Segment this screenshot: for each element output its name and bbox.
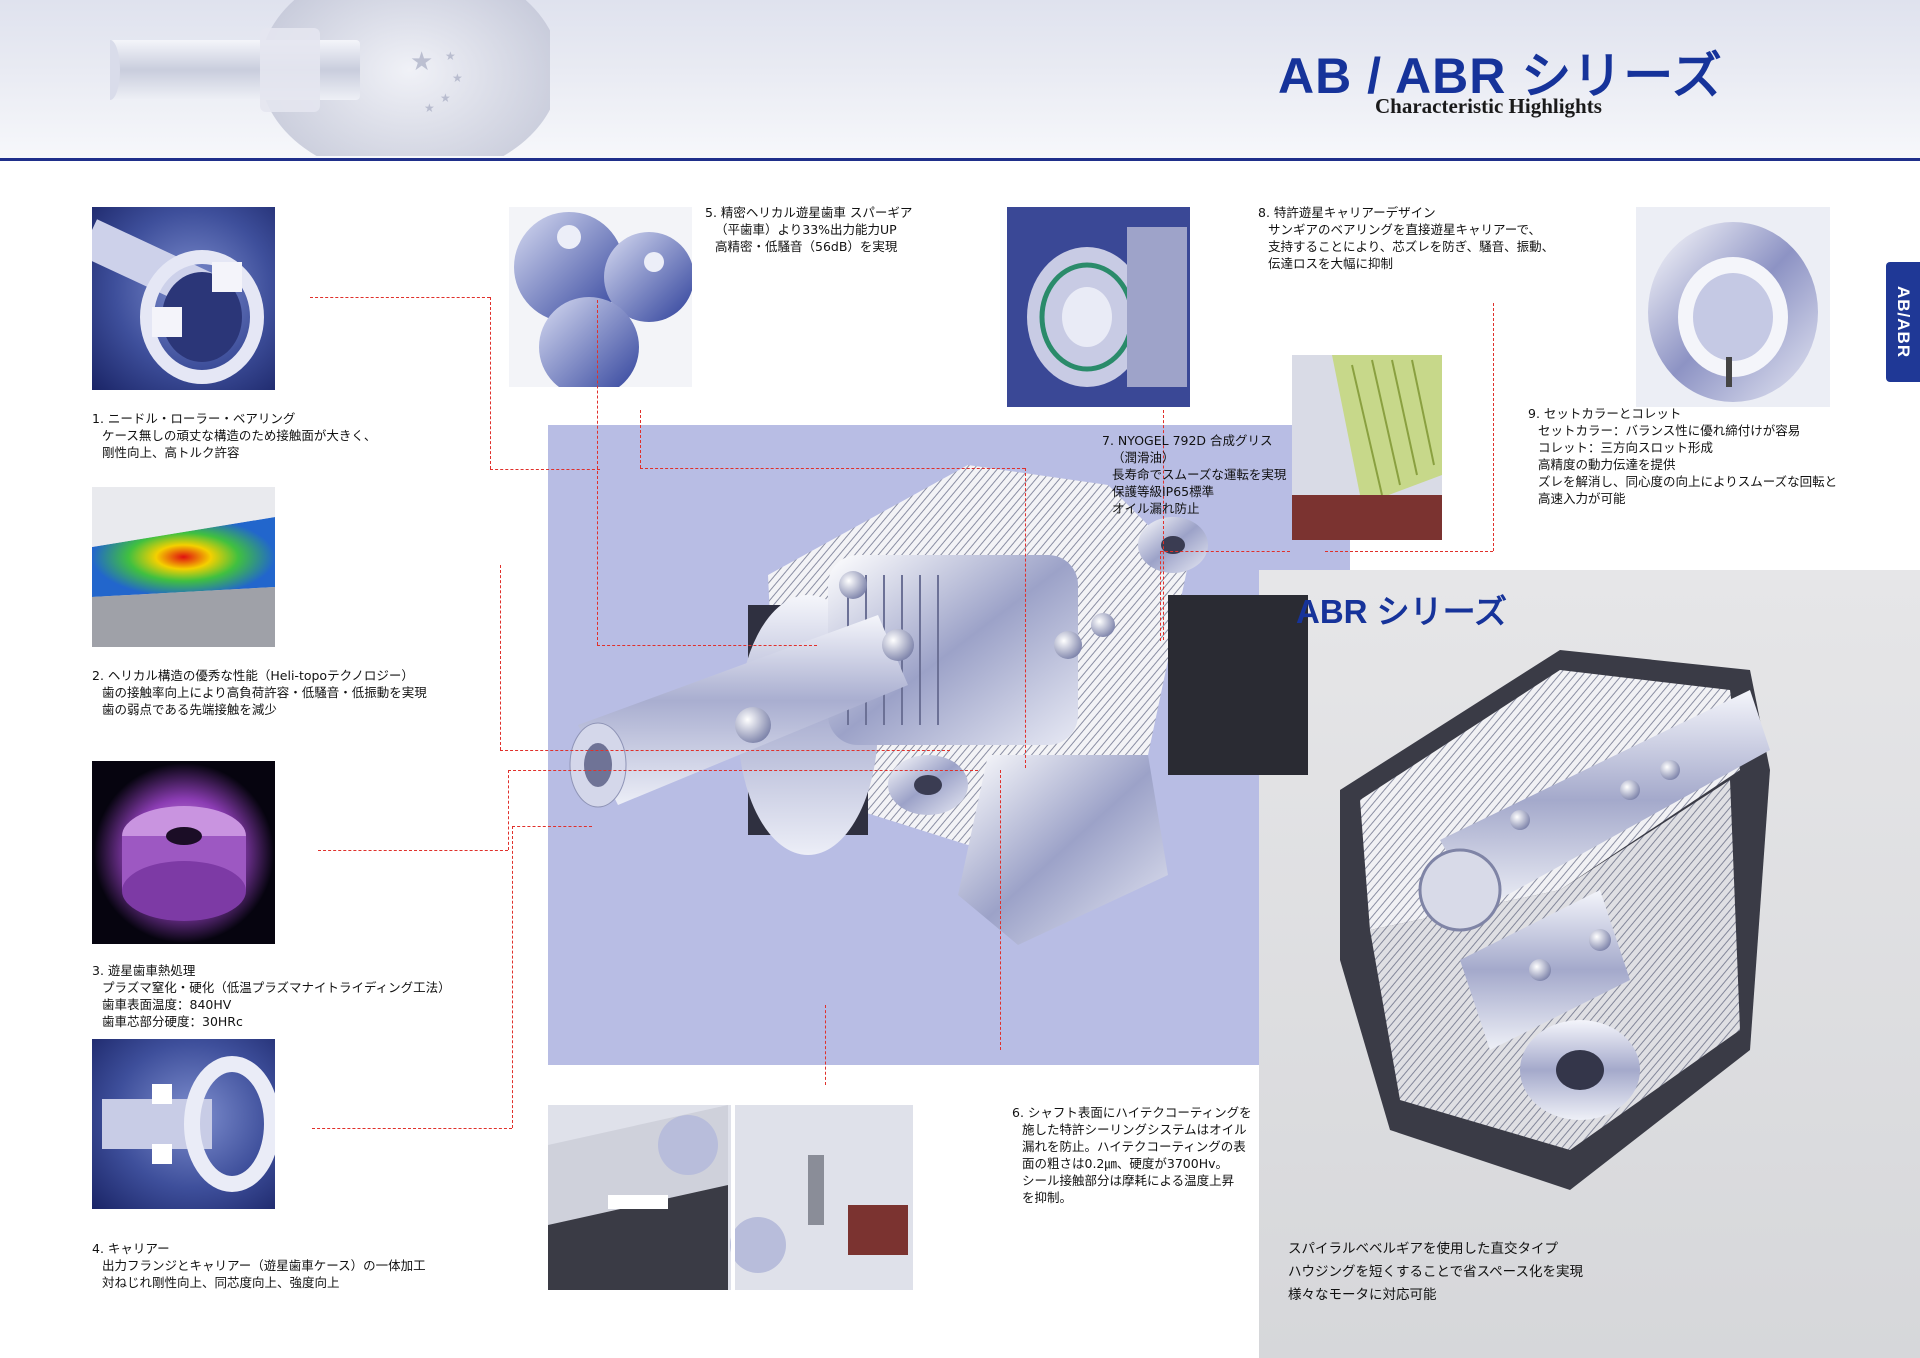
abr-series-title: ABR シリーズ	[1296, 593, 1508, 630]
connector-f3	[508, 770, 978, 771]
sealing-system-image	[548, 1105, 913, 1290]
feature-line: 対ねじれ剛性向上、同芯度向上、強度向上	[102, 1275, 340, 1290]
feature-line: 施した特許シーリングシステムはオイル	[1022, 1122, 1247, 1137]
planetary-carrier-design-image	[1007, 207, 1190, 407]
connector-f3	[318, 850, 508, 851]
svg-text:★: ★	[410, 47, 433, 77]
feature-line: 歯の接触率向上により高負荷許容・低騒音・低振動を実現	[102, 685, 427, 700]
feature-line: 保護等級IP65標準	[1112, 484, 1215, 499]
feature-line: 面の粗さは0.2㎛、硬度が3700Hv。	[1022, 1156, 1228, 1171]
connector-f5b	[640, 468, 1025, 469]
feature-line: 歯の弱点である先端接触を減少	[102, 702, 277, 717]
connector-f5	[597, 645, 817, 646]
series-tab-label: AB/ABR	[1894, 285, 1913, 359]
connector-f1	[490, 469, 600, 470]
feature-heading: 4. キャリアー	[92, 1241, 170, 1256]
feature-line: ケース無しの頑丈な構造のため接触面が大きく、	[102, 428, 377, 443]
shaft-illustration: ★ ★ ★ ★ ★	[110, 0, 550, 156]
feature-heading: 8. 特許遊星キャリアーデザイン	[1258, 205, 1436, 220]
helical-planetary-gear-image	[509, 207, 692, 387]
svg-text:★: ★	[452, 71, 463, 85]
connector-f5b	[1025, 468, 1026, 768]
feature-heading: 2. ヘリカル構造の優秀な性能（Heli-topoテクノロジー）	[92, 668, 414, 683]
connector-f9	[1493, 303, 1494, 551]
ab-gearbox-cutaway	[569, 465, 1308, 945]
feature-line: シール接触部分は摩耗による温度上昇	[1022, 1173, 1235, 1188]
feature-7: 7. NYOGEL 792D 合成グリス （潤滑油） 長寿命でスムーズな運転を実…	[1102, 432, 1286, 517]
feature-2: 2. ヘリカル構造の優秀な性能（Heli-topoテクノロジー） 歯の接触率向上…	[92, 667, 427, 718]
feature-line: 歯車芯部分硬度：30HRc	[102, 1014, 243, 1029]
feature-heading: 6. シャフト表面にハイテクコーティングを	[1012, 1105, 1252, 1120]
abr-line: スパイラルベベルギアを使用した直交タイプ	[1288, 1241, 1558, 1257]
connector-f2	[500, 565, 501, 750]
connector-f9	[1325, 551, 1493, 552]
feature-line: サンギアのベアリングを直接遊星キャリアーで、	[1268, 222, 1542, 237]
connector-f7	[1160, 551, 1290, 552]
svg-text:★: ★	[440, 91, 451, 105]
feature-line: 漏れを防止。ハイテクコーティングの表	[1022, 1139, 1246, 1154]
connector-f5	[597, 300, 598, 645]
abr-gearbox-cutaway	[1340, 650, 1770, 1190]
connector-f5b	[640, 410, 641, 468]
feature-9: 9. セットカラーとコレット セットカラー：バランス性に優れ締付けが容易 コレッ…	[1528, 405, 1837, 507]
helical-contact-image	[92, 487, 275, 647]
connector-f4	[312, 1128, 512, 1129]
svg-text:★: ★	[424, 101, 435, 115]
carrier-image	[92, 1039, 275, 1209]
header-divider	[0, 158, 1920, 161]
set-collar-collet-image	[1636, 207, 1830, 407]
feature-1: 1. ニードル・ローラー・ベアリング ケース無しの頑丈な構造のため接触面が大きく…	[92, 410, 376, 461]
feature-3: 3. 遊星歯車熱処理 プラズマ窒化・硬化（低温プラズマナイトライディング工法） …	[92, 962, 451, 1030]
page-subtitle: Characteristic Highlights	[1375, 94, 1602, 118]
feature-line: 伝達ロスを大幅に抑制	[1268, 256, 1394, 271]
series-tab[interactable]: AB/ABR	[1886, 262, 1920, 382]
connector-f1	[310, 297, 490, 298]
connector-f7	[1160, 551, 1161, 641]
feature-line: 出力フランジとキャリアー（遊星歯車ケース）の一体加工	[102, 1258, 426, 1273]
page-header: ★ ★ ★ ★ ★	[0, 0, 1920, 160]
feature-line: 歯車表面温度：840HV	[102, 997, 232, 1012]
feature-line: 高速入力が可能	[1538, 491, 1626, 506]
feature-heading: 5. 精密ヘリカル遊星歯車 スパーギア	[705, 205, 913, 220]
feature-line: 支持することにより、芯ズレを防ぎ、騒音、振動、	[1268, 239, 1555, 254]
feature-6: 6. シャフト表面にハイテクコーティングを 施した特許シーリングシステムはオイル…	[1012, 1104, 1252, 1206]
abr-description: スパイラルベベルギアを使用した直交タイプ ハウジングを短くすることで省スペース化…	[1288, 1238, 1583, 1307]
connector-f1	[490, 297, 491, 469]
page-title: AB / ABR シリーズ	[1278, 48, 1723, 104]
synthetic-grease-image	[1292, 355, 1442, 540]
feature-heading: 9. セットカラーとコレット	[1528, 406, 1682, 421]
connector-f3	[508, 770, 509, 850]
plasma-nitrided-gear-image	[92, 761, 275, 944]
abr-line: 様々なモータに対応可能	[1288, 1287, 1437, 1303]
feature-line: オイル漏れ防止	[1112, 501, 1200, 516]
feature-line: 高精度の動力伝達を提供	[1538, 457, 1676, 472]
feature-line: 剛性向上、高トルク許容	[102, 445, 240, 460]
feature-line: コレット：三方向スロット形成	[1538, 440, 1714, 455]
connector-f4	[512, 826, 592, 827]
feature-line: プラズマ窒化・硬化（低温プラズマナイトライディング工法）	[102, 980, 451, 995]
feature-heading: 1. ニードル・ローラー・ベアリング	[92, 411, 296, 426]
feature-heading: 3. 遊星歯車熱処理	[92, 963, 196, 978]
connector-f6	[825, 1005, 826, 1085]
feature-line: ズレを解消し、同心度の向上によりスムーズな回転と	[1538, 474, 1838, 489]
feature-5: 5. 精密ヘリカル遊星歯車 スパーギア （平歯車）より33%出力能力UP 高精密…	[705, 204, 912, 255]
connector-f2	[500, 750, 950, 751]
feature-8: 8. 特許遊星キャリアーデザイン サンギアのベアリングを直接遊星キャリアーで、 …	[1258, 204, 1554, 272]
connector-f6b	[1000, 770, 1001, 1050]
needle-roller-bearing-image	[92, 207, 275, 390]
abr-line: ハウジングを短くすることで省スペース化を実現	[1288, 1264, 1583, 1280]
feature-line: セットカラー：バランス性に優れ締付けが容易	[1538, 423, 1801, 438]
feature-4: 4. キャリアー 出力フランジとキャリアー（遊星歯車ケース）の一体加工 対ねじれ…	[92, 1240, 426, 1291]
feature-line: （潤滑油）	[1112, 450, 1175, 465]
connector-f4	[512, 826, 513, 1128]
feature-heading: 7. NYOGEL 792D 合成グリス	[1102, 433, 1273, 448]
feature-line: を抑制。	[1022, 1190, 1073, 1205]
feature-line: 高精密・低騒音（56dB）を実現	[715, 239, 898, 254]
connector-f8	[1163, 410, 1164, 640]
feature-line: 長寿命でスムーズな運転を実現	[1112, 467, 1287, 482]
svg-text:★: ★	[445, 49, 456, 63]
feature-line: （平歯車）より33%出力能力UP	[715, 222, 897, 237]
